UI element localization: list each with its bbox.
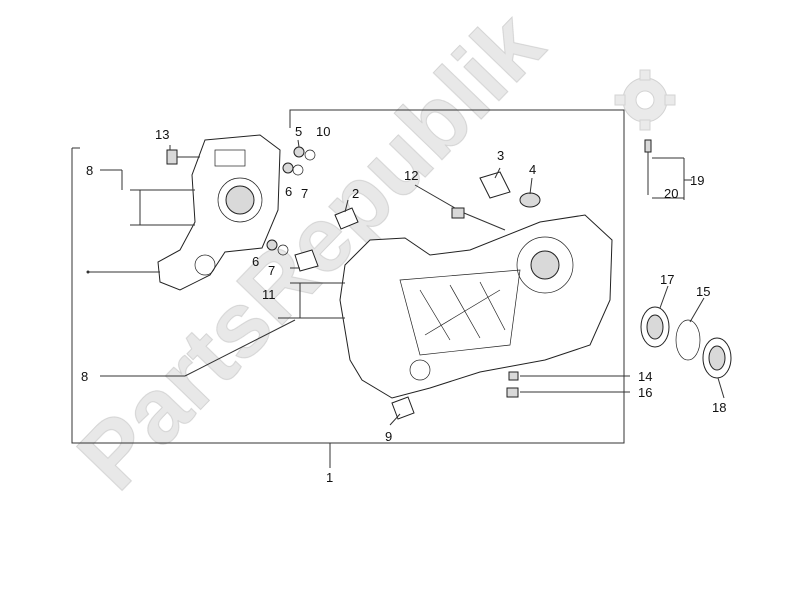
circlip-15 [675,319,701,361]
callout-20: 20 [664,186,678,201]
callout-labels: 1 2 3 4 5 6 6 7 7 8 8 9 10 11 12 13 14 1… [81,124,726,485]
callout-19: 19 [690,173,704,188]
callout-6-lower: 6 [252,254,259,269]
right-crankcase-half [339,214,613,399]
callout-5: 5 [295,124,302,139]
bush-9 [391,396,415,420]
washer-6-upper [282,162,294,174]
left-crankcase-half [157,134,281,291]
callout-6-upper: 6 [285,184,292,199]
gear-icon [614,69,676,131]
callout-8-lower: 8 [81,369,88,384]
dowel-11 [294,249,319,272]
callout-7-lower: 7 [268,263,275,278]
callout-12: 12 [404,168,418,183]
callout-14: 14 [638,369,652,384]
dipstick-19 [644,139,652,195]
callout-2: 2 [352,186,359,201]
callout-3: 3 [497,148,504,163]
studs-8-lower [278,282,345,319]
dowel-2 [334,207,359,230]
pin-3 [479,171,511,199]
ring-7-lower [277,244,289,256]
callout-17: 17 [660,272,674,287]
callout-8-upper: 8 [86,163,93,178]
assembly-frame [71,109,625,468]
callout-4: 4 [529,162,536,177]
callout-15: 15 [696,284,710,299]
oil-seal-18 [702,337,732,379]
bearing-17 [640,306,670,348]
nut-14 [508,371,519,381]
bush-4 [519,192,541,208]
seal-10 [304,149,316,161]
callout-1: 1 [326,470,333,485]
ring-7-upper [292,164,304,176]
callout-10: 10 [316,124,330,139]
leader-lines [86,139,725,426]
callout-18: 18 [712,400,726,415]
callout-11: 11 [262,287,276,302]
bolt-13 [166,149,200,165]
bolt-12 [451,207,506,231]
bolt-16 [506,387,519,398]
callout-13: 13 [155,127,169,142]
washer-6-lower [266,239,278,251]
callout-9: 9 [385,429,392,444]
washer-5 [293,146,305,158]
callout-7-upper: 7 [301,186,308,201]
callout-16: 16 [638,385,652,400]
stud-8-upper [130,189,195,226]
